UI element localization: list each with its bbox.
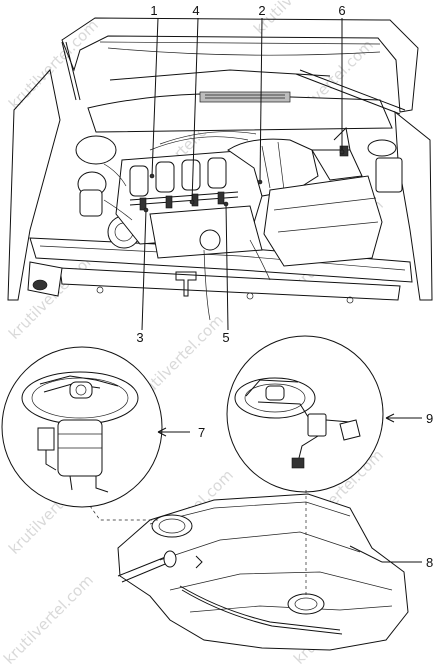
- callout-6: 6: [338, 3, 345, 18]
- battery: [27, 261, 63, 297]
- fuel-sender-detail-circle: [226, 335, 422, 493]
- air-duct: [311, 149, 363, 181]
- cowl-panel: [87, 93, 393, 133]
- fuel-tank-illustration: [89, 490, 422, 651]
- callout-1: 1: [150, 3, 157, 18]
- detail-circle-fuel-sender: [226, 335, 384, 493]
- hood-latch: [175, 271, 197, 297]
- callout-leaders: [141, 17, 345, 331]
- engine-bay-illustration: [7, 17, 433, 321]
- callout-7: 7: [198, 425, 205, 440]
- fuel-pump-detail-circle: [1, 346, 190, 508]
- watermark-text: krutilvertel.com: [5, 16, 102, 113]
- air-cleaner-box: [263, 175, 383, 267]
- fuel-injectors: [139, 191, 225, 211]
- callout-numbers: 1 2 3 4 5 6 7 8 9: [136, 3, 433, 570]
- fuel-tank: [117, 493, 409, 651]
- callout-5: 5: [222, 330, 229, 345]
- watermark-text: krutilvertel.com: [0, 571, 97, 668]
- wiper-arm: [109, 69, 331, 81]
- radiator-support: [59, 267, 401, 301]
- fuel-line: [179, 585, 341, 631]
- float-arm: [297, 435, 319, 463]
- sender-unit: [307, 413, 327, 437]
- callout-8: 8: [426, 555, 433, 570]
- pulley: [199, 229, 221, 251]
- sender-float: [291, 457, 305, 469]
- callout-4: 4: [192, 3, 199, 18]
- left-fender: [7, 68, 61, 301]
- callout-9: 9: [426, 411, 433, 426]
- coolant-reservoir: [367, 139, 397, 157]
- leader-5: [225, 203, 229, 331]
- leader-3: [141, 209, 147, 331]
- filler-neck: [117, 555, 169, 577]
- pump-connector: [69, 381, 93, 399]
- callout-3: 3: [136, 330, 143, 345]
- leader-4: [191, 17, 199, 203]
- sender-opening: [287, 593, 325, 615]
- cowl-grille: [199, 91, 291, 103]
- dashed-reference-7: [89, 505, 160, 521]
- fuse-box: [375, 157, 403, 193]
- pump-opening: [151, 514, 193, 538]
- leader-2: [259, 17, 263, 183]
- brake-fluid-reservoir: [75, 135, 117, 165]
- callout-2: 2: [258, 3, 265, 18]
- open-hood: [61, 17, 419, 113]
- intake-runners: [129, 157, 227, 197]
- leader-1: [151, 17, 159, 177]
